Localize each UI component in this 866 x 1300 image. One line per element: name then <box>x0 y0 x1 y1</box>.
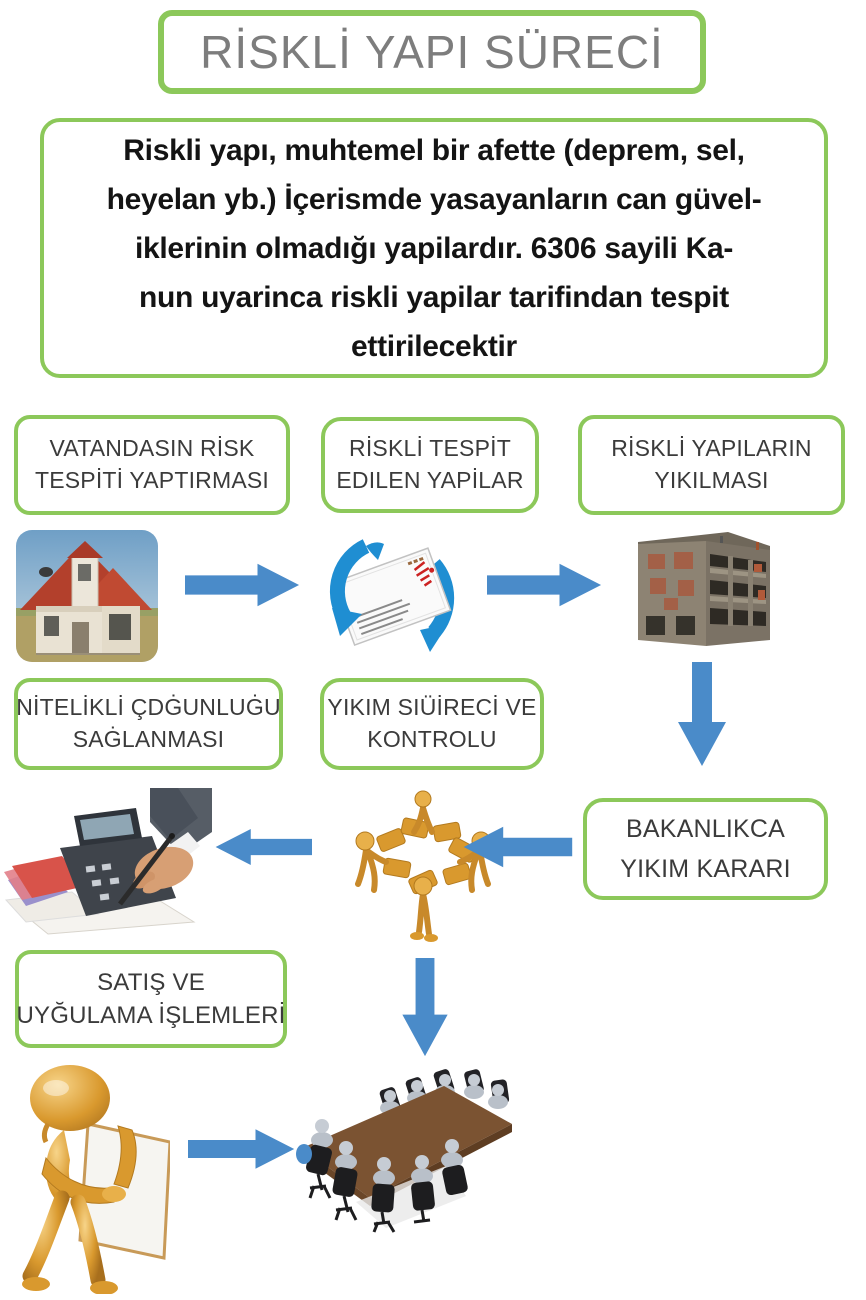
step-label: NİTELİKLİ ÇDĠUNLUĠU <box>16 694 281 721</box>
step-label: UYĞULAMA İŞLEMLERİ <box>16 1002 286 1029</box>
arrow-down-icon <box>400 958 450 1058</box>
step-ministry-decision-box: BAKANLIKCA YIKIM KARARI <box>583 798 828 900</box>
step-label: SATIŞ VE <box>97 968 205 996</box>
step-sale-implementation-box: SATIŞ VE UYĞULAMA İŞLEMLERİ <box>15 950 287 1048</box>
page-title: RİSKLİ YAPI SÜRECİ <box>200 26 664 78</box>
title-box: RİSKLİ YAPI SÜRECİ <box>158 10 706 94</box>
arrow-right-icon <box>487 560 603 610</box>
arrow-right-icon <box>185 560 301 610</box>
gold-figures-teamwork <box>350 786 496 948</box>
arrow-left-icon <box>214 824 312 870</box>
step-label: EDILEN YAPİLAR <box>336 467 524 493</box>
intro-line: iklerinin olmadığı yapilardır. 6306 sayi… <box>134 231 734 265</box>
step-label: YIKIM KARARI <box>620 855 791 883</box>
step-label: RİSKLİ YAPILARIN <box>611 435 812 462</box>
gold-figure-with-board <box>22 1062 170 1294</box>
step-label: TESPİTİ YAPTIRMASI <box>34 467 270 493</box>
step-label: BAKANLIKCA <box>625 815 785 843</box>
hand-calculator-photo <box>2 788 212 936</box>
arrow-left-icon <box>458 824 576 870</box>
old-house-photo <box>16 530 158 662</box>
step-label: YIKIM SIÜİRECİ VE <box>327 694 537 721</box>
step-demolition-process-box: YIKIM SIÜİRECİ VE KONTROLU <box>320 678 544 770</box>
intro-line: nun uyarinca riskli yapilar tarifindan t… <box>138 280 729 314</box>
notification-letter-icon <box>322 528 458 664</box>
ruined-building-photo <box>628 528 778 652</box>
step-label: RİSKLİ TESPİT <box>349 435 511 462</box>
step-citizen-risk-box: VATANDASIN RİSK TESPİTİ YAPTIRMASI <box>14 415 290 515</box>
conference-table-meeting <box>296 1068 518 1240</box>
step-label: SAĠLANMASI <box>72 726 225 752</box>
arrow-right-icon <box>188 1125 296 1173</box>
step-label: KONTROLU <box>367 726 497 752</box>
step-label: VATANDASIN RİSK <box>49 435 255 462</box>
step-detected-buildings-box: RİSKLİ TESPİT EDILEN YAPİLAR <box>321 417 539 513</box>
intro-line: heyelan yb.) İçerismde yasayanların can … <box>106 182 762 216</box>
step-label: YIKILMASI <box>654 467 769 493</box>
intro-line: ettirilecektir <box>351 329 517 363</box>
intro-box: Riskli yapı, muhtemel bir afette (deprem… <box>40 118 828 378</box>
step-qualified-majority-box: NİTELİKLİ ÇDĠUNLUĠU SAĠLANMASI <box>14 678 283 770</box>
intro-line: Riskli yapı, muhtemel bir afette (deprem… <box>123 133 745 167</box>
step-buildings-demolition-box: RİSKLİ YAPILARIN YIKILMASI <box>578 415 845 515</box>
arrow-down-icon <box>677 662 727 768</box>
